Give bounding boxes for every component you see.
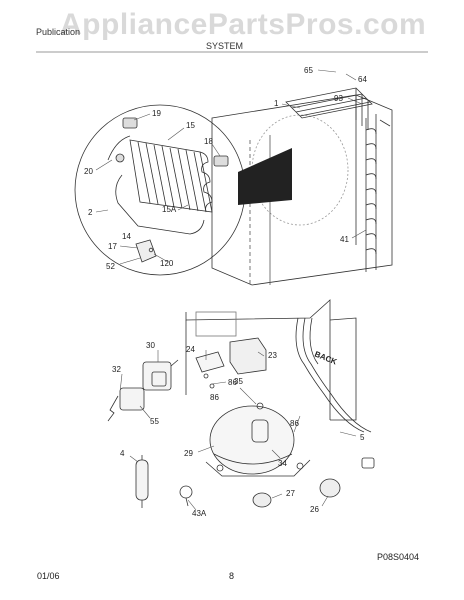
callout-55: 55 (150, 417, 159, 426)
callout-120: 120 (160, 259, 174, 268)
callout-65: 65 (304, 66, 313, 75)
diagram-code: P08S0404 (377, 552, 420, 562)
relay-30 (142, 359, 179, 391)
publication-label: Publication (36, 27, 81, 37)
filter-drier-4 (135, 455, 149, 508)
callout-17: 17 (108, 242, 117, 251)
upper-condenser-coil (285, 87, 373, 130)
relay-cover-23 (229, 337, 267, 375)
callout-93: 93 (334, 94, 343, 103)
callout-27: 27 (286, 489, 295, 498)
callout-1: 1 (274, 99, 279, 108)
callout-18: 18 (204, 137, 213, 146)
back-label: BACK (313, 350, 338, 367)
callout-labels: 65 64 93 1 19 15 18 20 15A 2 14 17 52 12… (84, 66, 367, 518)
watermark: AppliancePartsPros.com (60, 8, 427, 41)
cap-26 (319, 478, 341, 498)
callout-23: 23 (268, 351, 277, 360)
evaporator-detail-inset (74, 104, 292, 276)
callout-43a: 43A (192, 509, 207, 518)
section-title: SYSTEM (206, 41, 244, 51)
callout-34: 34 (278, 459, 287, 468)
callout-86-c: 86 (290, 419, 299, 428)
side-condenser-coil (365, 114, 391, 272)
footer-page-number: 8 (229, 571, 235, 581)
machine-compartment (185, 299, 357, 421)
callout-19: 19 (152, 109, 161, 118)
wiring-harness (295, 317, 375, 469)
callout-leaders (95, 69, 367, 511)
callout-20: 20 (84, 167, 93, 176)
overload-55 (107, 387, 145, 422)
callout-15a: 15A (162, 205, 177, 214)
clamp-43a (179, 485, 193, 507)
compressor-29 (205, 402, 311, 477)
callout-30: 30 (146, 341, 155, 350)
callout-32: 32 (112, 365, 121, 374)
callout-15: 15 (186, 121, 195, 130)
callout-24: 24 (186, 345, 195, 354)
callout-86-b: 86 (210, 393, 219, 402)
callout-14: 14 (122, 232, 131, 241)
grommet-27 (252, 492, 272, 508)
callout-4: 4 (120, 449, 125, 458)
callout-64: 64 (358, 75, 367, 84)
callout-29: 29 (184, 449, 193, 458)
callout-41: 41 (340, 235, 349, 244)
footer-date: 01/06 (37, 571, 60, 581)
callout-86-a: 86 (228, 378, 237, 387)
callout-35: 35 (234, 377, 243, 386)
callout-5: 5 (360, 433, 365, 442)
callout-52: 52 (106, 262, 115, 271)
callout-2: 2 (88, 208, 93, 217)
callout-26: 26 (310, 505, 319, 514)
